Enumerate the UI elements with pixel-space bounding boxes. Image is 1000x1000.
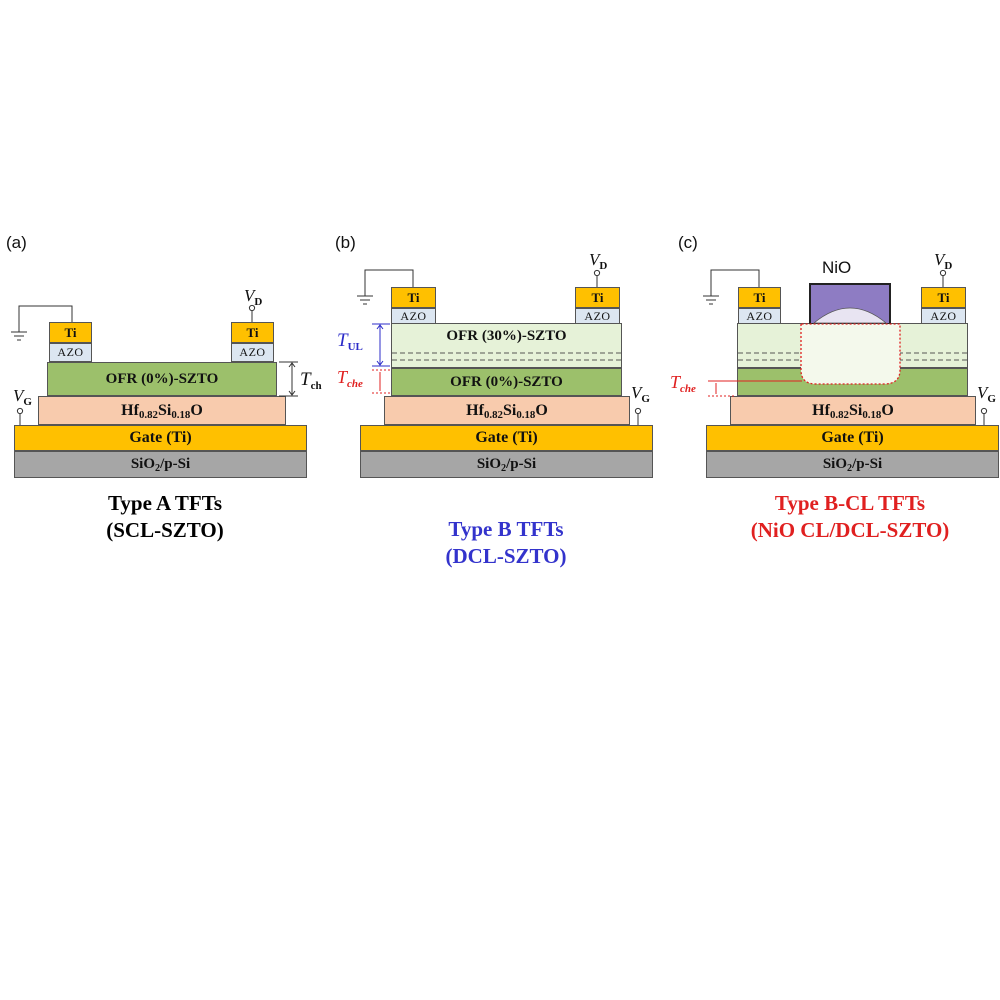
drain-terminal-c [939, 269, 947, 287]
drain-terminal-a [248, 304, 256, 322]
drain-azo-label-b: AZO [584, 308, 611, 323]
channel-thickness-a: Tch [300, 369, 322, 392]
substrate-layer-c: SiO2/p-Si [706, 451, 999, 478]
gate-label-a: Gate (Ti) [129, 429, 192, 446]
drain-voltage-b: VD [589, 250, 608, 272]
dielectric-label-b: Hf0.82Si0.18O [466, 401, 548, 421]
channel-layer-a: OFR (0%)-SZTO [47, 362, 277, 396]
substrate-layer-b: SiO2/p-Si [360, 451, 653, 478]
source-azo-label-a: AZO [57, 345, 84, 359]
caption-a-line2: (SCL-SZTO) [106, 518, 224, 542]
drain-ti-b: Ti [575, 287, 620, 308]
caption-b: Type B TFTs (DCL-SZTO) [356, 516, 656, 570]
drain-terminal-b [593, 269, 601, 287]
gate-voltage-a: VG [13, 386, 32, 408]
source-ti-a: Ti [49, 322, 92, 343]
substrate-label-b: SiO2/p-Si [476, 456, 537, 474]
che-thickness-arrow-b [372, 369, 390, 394]
dielectric-label-a: Hf0.82Si0.18O [121, 401, 203, 421]
source-azo-c: AZO [738, 308, 781, 324]
panel-a-label: (a) [6, 233, 27, 252]
gate-layer-a: Gate (Ti) [14, 425, 307, 451]
drain-ti-label-c: Ti [937, 289, 950, 305]
gate-terminal-b [634, 407, 642, 425]
gate-layer-b: Gate (Ti) [360, 425, 653, 451]
interface-dashes-b [392, 352, 621, 361]
source-azo-label-c: AZO [746, 308, 773, 323]
caption-c: Type B-CL TFTs (NiO CL/DCL-SZTO) [700, 490, 1000, 544]
gate-voltage-b: VG [631, 383, 650, 405]
gate-terminal-c [980, 407, 988, 425]
caption-b-line2: (DCL-SZTO) [445, 544, 567, 568]
ground-symbol-b [357, 269, 414, 305]
drain-azo-label-a: AZO [239, 345, 266, 359]
che-thickness-b: Tche [337, 367, 363, 390]
dielectric-layer-a: Hf0.82Si0.18O [38, 396, 286, 425]
source-ti-label-a: Ti [64, 324, 77, 340]
drain-azo-label-c: AZO [930, 308, 957, 323]
gate-terminal-a [16, 407, 24, 425]
panel-c-label: (c) [678, 233, 698, 252]
drain-ti-label-b: Ti [591, 289, 604, 305]
caption-a-line1: Type A TFTs [107, 491, 222, 515]
source-ti-b: Ti [391, 287, 436, 308]
drain-azo-b: AZO [575, 308, 620, 324]
ground-symbol-a [11, 305, 73, 341]
ground-symbol-c [703, 269, 760, 305]
che-thickness-c: Tche [670, 372, 696, 395]
source-azo-label-b: AZO [400, 308, 427, 323]
source-ti-c: Ti [738, 287, 781, 308]
substrate-layer-a: SiO2/p-Si [14, 451, 307, 478]
dielectric-layer-c: Hf0.82Si0.18O [730, 396, 976, 425]
dielectric-label-c: Hf0.82Si0.18O [812, 401, 894, 421]
upper-layer-thickness-b: TUL [337, 330, 363, 353]
channel-lower-layer-b: OFR (0%)-SZTO [391, 368, 622, 396]
drain-ti-c: Ti [921, 287, 966, 308]
thickness-arrow-a [279, 361, 298, 397]
caption-b-line1: Type B TFTs [448, 517, 564, 541]
source-azo-b: AZO [391, 308, 436, 324]
channel-upper-label-b: OFR (30%)-SZTO [446, 328, 567, 344]
substrate-label-c: SiO2/p-Si [822, 456, 883, 474]
caption-c-line1: Type B-CL TFTs [774, 491, 926, 515]
panel-b-label: (b) [335, 233, 356, 252]
drain-ti-a: Ti [231, 322, 274, 343]
channel-label-a: OFR (0%)-SZTO [105, 370, 219, 387]
drain-voltage-c: VD [934, 250, 953, 272]
che-thickness-arrow-c [708, 380, 802, 397]
channel-lower-label-b: OFR (0%)-SZTO [450, 373, 563, 390]
nio-inner-lens-c [812, 307, 888, 324]
upper-thickness-arrow-b [372, 323, 390, 367]
drain-ti-label-a: Ti [246, 324, 259, 340]
source-ti-label-b: Ti [407, 289, 420, 305]
caption-a: Type A TFTs (SCL-SZTO) [15, 490, 315, 544]
caption-c-line2: (NiO CL/DCL-SZTO) [750, 518, 950, 542]
source-azo-a: AZO [49, 343, 92, 362]
gate-label-b: Gate (Ti) [475, 429, 538, 446]
gate-label-c: Gate (Ti) [821, 429, 884, 446]
gate-layer-c: Gate (Ti) [706, 425, 999, 451]
source-ti-label-c: Ti [753, 289, 766, 305]
drain-azo-a: AZO [231, 343, 274, 362]
drain-voltage-a: VD [244, 286, 263, 308]
drain-azo-c: AZO [921, 308, 966, 324]
substrate-label-a: SiO2/p-Si [130, 456, 191, 474]
dielectric-layer-b: Hf0.82Si0.18O [384, 396, 630, 425]
gate-voltage-c: VG [977, 383, 996, 405]
nio-label-c: NiO [822, 258, 852, 277]
nio-diffusion-region-c [800, 323, 901, 385]
